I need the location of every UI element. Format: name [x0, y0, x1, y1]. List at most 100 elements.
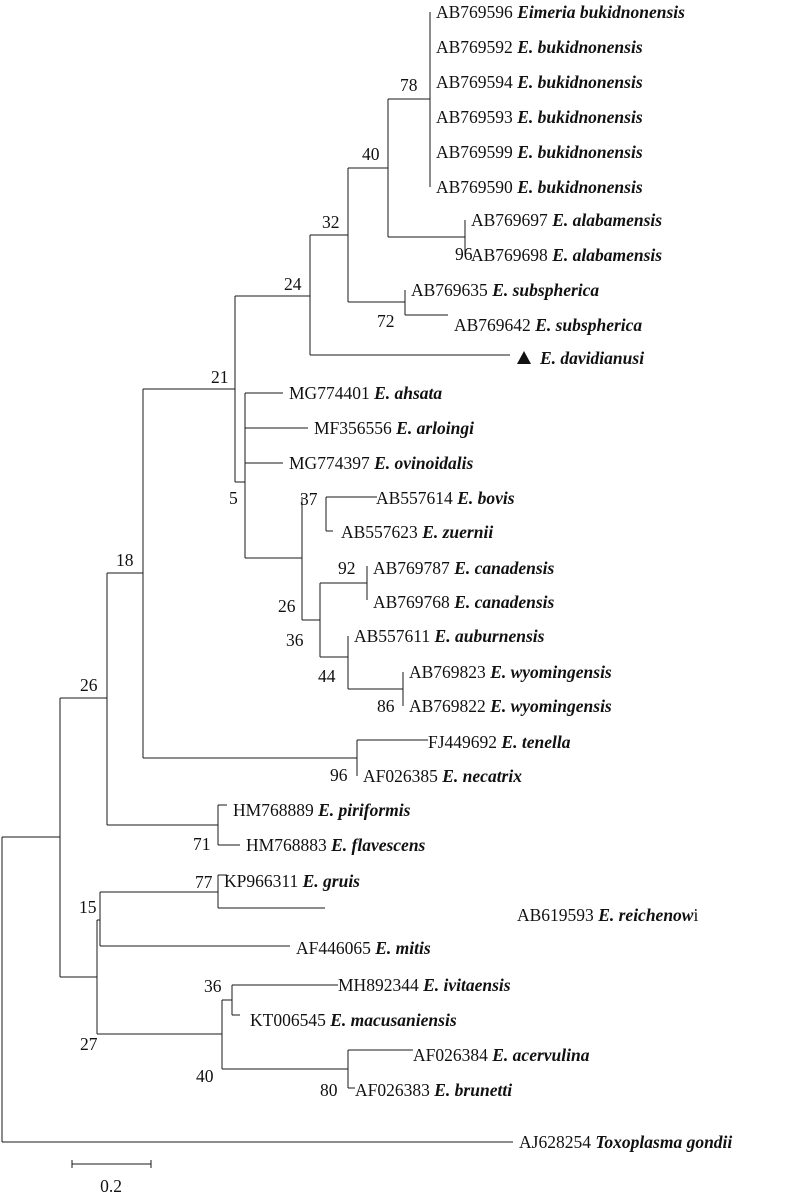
accession-number: AF446065	[296, 938, 371, 958]
triangle-marker-icon	[517, 351, 531, 364]
species-name: E. ahsata	[373, 383, 442, 403]
taxon-label: AF026385 E. necatrix	[363, 766, 522, 786]
accession-number: FJ449692	[428, 732, 497, 752]
support-value: 21	[211, 367, 229, 387]
accession-number: AB769599	[436, 142, 513, 162]
taxon-label: AB557623 E. zuernii	[341, 522, 493, 542]
accession-number: AB769593	[436, 107, 513, 127]
taxon-label: AB769768 E. canadensis	[373, 592, 555, 612]
support-value: 18	[116, 550, 134, 570]
support-value: 24	[284, 274, 302, 294]
accession-number: AB769697	[471, 210, 548, 230]
species-name: E. acervulina	[491, 1045, 589, 1065]
tree-branches	[1, 12, 513, 1143]
accession-number: AB769635	[411, 280, 488, 300]
taxon-label: AB769594 E. bukidnonensis	[436, 72, 643, 92]
accession-number: AB557614	[376, 488, 453, 508]
support-value: 37	[300, 489, 318, 509]
accession-number: MG774397	[289, 453, 370, 473]
taxon-label: E. davidianusi	[539, 348, 644, 368]
species-name: E. ivitaensis	[422, 975, 511, 995]
taxon-label: AB769590 E. bukidnonensis	[436, 177, 643, 197]
accession-number: AF026383	[355, 1080, 430, 1100]
accession-number: AB769823	[409, 662, 486, 682]
support-value: 77	[195, 872, 213, 892]
taxon-label: AJ628254 Toxoplasma gondii	[519, 1132, 732, 1152]
taxon-label: HM768889 E. piriformis	[233, 800, 411, 820]
accession-number: AF026384	[413, 1045, 488, 1065]
species-name: E. subspherica	[491, 280, 599, 300]
taxon-label: AB769787 E. canadensis	[373, 558, 555, 578]
taxon-label: AB769635 E. subspherica	[411, 280, 599, 300]
taxon-label: AB769697 E. alabamensis	[471, 210, 662, 230]
taxon-label: AB769599 E. bukidnonensis	[436, 142, 643, 162]
scale-bar: 0.2	[71, 1160, 152, 1196]
species-name: E. zuernii	[421, 522, 493, 542]
taxon-label: AB769596 Eimeria bukidnonensis	[436, 2, 685, 22]
accession-number: MG774401	[289, 383, 370, 403]
accession-number: AB769590	[436, 177, 513, 197]
support-value: 40	[196, 1066, 214, 1086]
species-name: E. arloingi	[395, 418, 474, 438]
species-name-suffix: i	[693, 905, 698, 925]
species-name: E. alabamensis	[551, 245, 662, 265]
taxon-label: MH892344 E. ivitaensis	[338, 975, 511, 995]
support-value: 32	[322, 212, 340, 232]
accession-number: AB557623	[341, 522, 418, 542]
species-name: E. subspherica	[534, 315, 642, 335]
taxon-label: HM768883 E. flavescens	[246, 835, 426, 855]
species-name: E. macusaniensis	[329, 1010, 457, 1030]
support-value: 96	[455, 244, 473, 264]
taxon-label: AB769698 E. alabamensis	[471, 245, 662, 265]
accession-number: AB769787	[373, 558, 450, 578]
support-value: 71	[193, 834, 211, 854]
support-value: 5	[229, 488, 238, 508]
support-value: 96	[330, 765, 348, 785]
accession-number: AB557611	[354, 626, 430, 646]
accession-number: AB619593	[517, 905, 594, 925]
taxon-label: AB769822 E. wyomingensis	[409, 696, 612, 716]
support-value: 78	[400, 75, 418, 95]
species-name: E. tenella	[500, 732, 570, 752]
accession-number: AB769592	[436, 37, 513, 57]
species-name: E. auburnensis	[434, 626, 545, 646]
taxon-label: AB619593 E. reichenowi	[517, 905, 698, 925]
species-name: E. ovinoidalis	[373, 453, 473, 473]
support-value: 26	[278, 596, 296, 616]
species-name: E. canadensis	[453, 558, 554, 578]
scale-bar-line	[71, 1160, 152, 1168]
support-value: 86	[377, 696, 395, 716]
species-name: E. alabamensis	[551, 210, 662, 230]
support-value: 15	[79, 897, 97, 917]
accession-number: AB769594	[436, 72, 513, 92]
scale-bar-label: 0.2	[100, 1176, 122, 1196]
species-name: Eimeria bukidnonensis	[516, 2, 685, 22]
taxon-label: AB557614 E. bovis	[376, 488, 515, 508]
accession-number: KT006545	[250, 1010, 326, 1030]
taxon-label: MF356556 E. arloingi	[314, 418, 474, 438]
taxon-label: AB769592 E. bukidnonensis	[436, 37, 643, 57]
taxon-label: AF026383 E. brunetti	[355, 1080, 512, 1100]
taxon-label: MG774397 E. ovinoidalis	[289, 453, 473, 473]
accession-number: MF356556	[314, 418, 392, 438]
support-value: 44	[318, 666, 336, 686]
species-name: E. davidianusi	[539, 348, 644, 368]
accession-number: KP966311	[224, 871, 298, 891]
accession-number: AB769596	[436, 2, 513, 22]
species-name: E. bukidnonensis	[516, 72, 643, 92]
support-value: 72	[377, 311, 395, 331]
accession-number: MH892344	[338, 975, 419, 995]
support-value: 36	[204, 976, 222, 996]
species-name: E. brunetti	[433, 1080, 512, 1100]
taxon-label: AF446065 E. mitis	[296, 938, 431, 958]
accession-number: AB769822	[409, 696, 486, 716]
species-name: E. bukidnonensis	[516, 107, 643, 127]
accession-number: AB769698	[471, 245, 548, 265]
species-name: E. reichenow	[597, 905, 694, 925]
support-value: 80	[320, 1080, 338, 1100]
taxon-label: AF026384 E. acervulina	[413, 1045, 590, 1065]
support-value: 40	[362, 144, 380, 164]
taxon-label: KT006545 E. macusaniensis	[250, 1010, 457, 1030]
species-name: E. canadensis	[453, 592, 554, 612]
